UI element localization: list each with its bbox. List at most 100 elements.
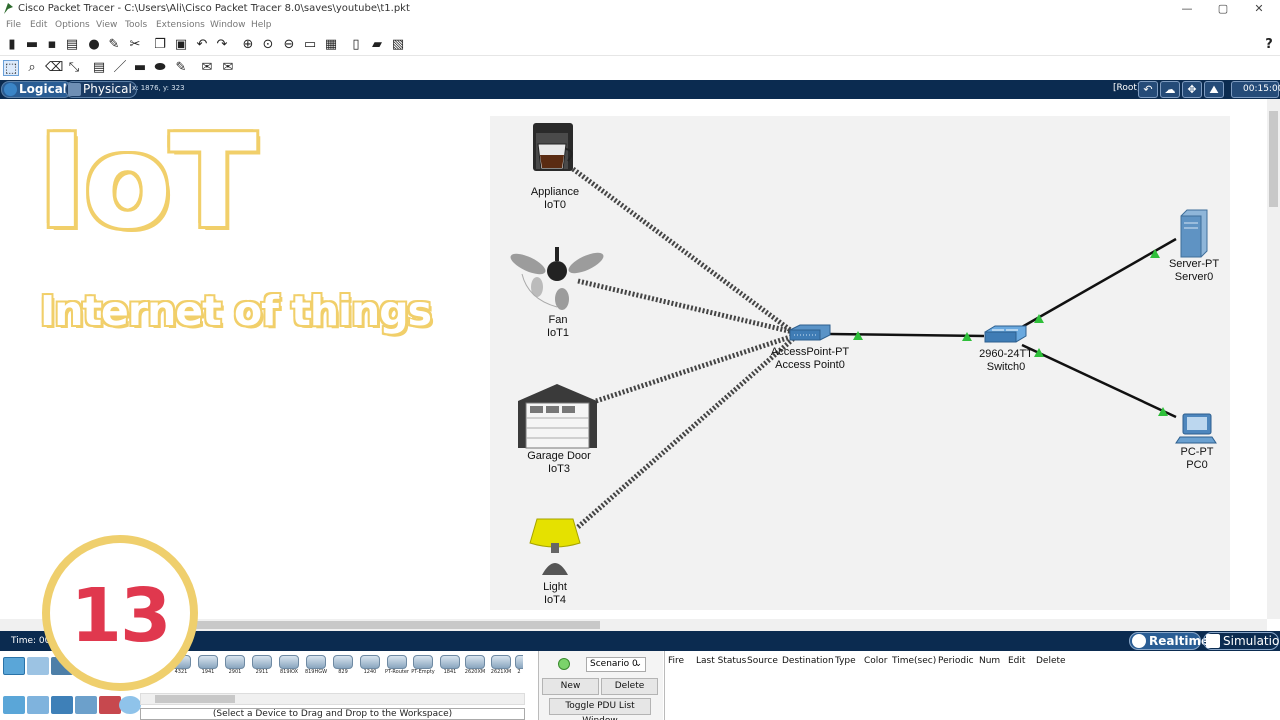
inspect-tool-icon[interactable]: ⌕: [28, 60, 36, 75]
draw-ellipse-icon[interactable]: ⬬: [154, 60, 166, 75]
device-tile[interactable]: 2: [515, 655, 523, 681]
toggle-pdu-list-button[interactable]: Toggle PDU List Window: [549, 698, 651, 720]
viewport-icon[interactable]: ▰: [372, 37, 382, 52]
delete-tool-icon[interactable]: ⌫: [45, 60, 64, 75]
redo-icon[interactable]: ↷: [216, 37, 228, 52]
access-point-icon[interactable]: [789, 324, 831, 341]
menu-file[interactable]: File: [6, 20, 22, 30]
device-tile[interactable]: 2911: [250, 655, 274, 681]
zoom-reset-icon[interactable]: ⊙: [262, 37, 274, 52]
scroll-thumb[interactable]: [1269, 111, 1278, 207]
wan-emulation-subcategory-icon[interactable]: [119, 696, 141, 714]
security-subcategory-icon[interactable]: [99, 696, 121, 714]
device-tile[interactable]: PT-Empty: [411, 655, 435, 681]
back-icon[interactable]: ↶: [1138, 81, 1158, 98]
physical-tab[interactable]: Physical: [65, 81, 137, 98]
scenario-info-icon[interactable]: [558, 658, 570, 670]
link-switch-server[interactable]: [1021, 237, 1177, 329]
draw-rectangle-icon[interactable]: ▬: [133, 60, 147, 75]
device-label-fan[interactable]: Fan IoT1: [523, 314, 593, 340]
device-label-appliance[interactable]: Appliance IoT0: [520, 186, 590, 212]
select-tool-icon[interactable]: ⬚: [3, 60, 19, 76]
custom-devices-icon[interactable]: ▦: [324, 37, 338, 52]
device-tile[interactable]: 1941: [196, 655, 220, 681]
activity-wizard-icon[interactable]: ✂: [129, 37, 141, 52]
notes-icon[interactable]: ▯: [352, 37, 360, 52]
switch-icon[interactable]: [984, 325, 1027, 343]
device-tile[interactable]: 819IOX: [277, 655, 301, 681]
drawing-palette-icon[interactable]: ▭: [303, 37, 317, 52]
network-devices-category-icon[interactable]: [3, 657, 25, 675]
pc-icon[interactable]: [1175, 413, 1217, 444]
print-icon[interactable]: ▤: [65, 37, 79, 52]
logical-tab[interactable]: Logical: [1, 81, 72, 98]
realtime-mode-tab[interactable]: Realtime: [1129, 632, 1209, 650]
device-label-light[interactable]: Light IoT4: [520, 581, 590, 607]
info-icon[interactable]: ●: [88, 37, 100, 52]
logical-workspace[interactable]: Appliance IoT0 Fan IoT1 Garage Door IoT3…: [0, 99, 1267, 619]
resize-tool-icon[interactable]: ⤡: [68, 60, 80, 75]
root-breadcrumb[interactable]: [Root]: [1113, 83, 1141, 93]
zoom-in-icon[interactable]: ⊕: [242, 37, 254, 52]
device-tile[interactable]: 2901: [223, 655, 247, 681]
device-tile[interactable]: 819HGW: [304, 655, 328, 681]
lamp-icon[interactable]: [529, 518, 581, 575]
cluster-icon[interactable]: ☁: [1160, 81, 1180, 98]
minimize-button[interactable]: —: [1181, 2, 1193, 15]
delete-scenario-button[interactable]: Delete: [601, 678, 658, 695]
menu-extensions[interactable]: Extensions: [156, 20, 205, 30]
network-wizard-icon[interactable]: ✎: [108, 37, 120, 52]
menu-help[interactable]: Help: [251, 20, 272, 30]
end-devices-category-icon[interactable]: [27, 657, 49, 675]
undo-icon[interactable]: ↶: [196, 37, 208, 52]
coffee-maker-icon[interactable]: [533, 123, 573, 171]
hubs-subcategory-icon[interactable]: [51, 696, 73, 714]
device-tile[interactable]: 2621XM: [489, 655, 513, 681]
device-tile[interactable]: PT-Router: [385, 655, 409, 681]
device-tile[interactable]: 1240: [358, 655, 382, 681]
close-button[interactable]: ✕: [1254, 2, 1264, 15]
routers-subcategory-icon[interactable]: [3, 696, 25, 714]
help-icon[interactable]: ?: [1265, 37, 1273, 52]
horizontal-scrollbar[interactable]: [0, 619, 1267, 631]
switches-subcategory-icon[interactable]: [27, 696, 49, 714]
menu-options[interactable]: Options: [55, 20, 90, 30]
link-switch-pc[interactable]: [1021, 343, 1177, 419]
menu-view[interactable]: View: [96, 20, 118, 30]
vertical-scrollbar[interactable]: [1267, 99, 1280, 619]
new-file-icon[interactable]: ▮: [8, 37, 16, 52]
draw-line-icon[interactable]: ／: [113, 60, 127, 75]
device-label-access-point[interactable]: AccessPoint-PT Access Point0: [760, 346, 860, 372]
add-complex-pdu-icon[interactable]: ✉: [222, 60, 234, 75]
ceiling-fan-icon[interactable]: [508, 247, 606, 310]
simulation-mode-tab[interactable]: Simulation: [1203, 632, 1280, 650]
menu-edit[interactable]: Edit: [30, 20, 48, 30]
device-label-switch[interactable]: 2960-24TT Switch0: [966, 348, 1046, 374]
add-simple-pdu-icon[interactable]: ✉: [201, 60, 213, 75]
paste-icon[interactable]: ▣: [174, 37, 188, 52]
copy-icon[interactable]: ❐: [154, 37, 166, 52]
scroll-thumb[interactable]: [155, 695, 235, 703]
set-tiled-background-icon[interactable]: ⛰: [1204, 81, 1224, 98]
server-icon[interactable]: [1180, 209, 1208, 258]
link-ap-switch[interactable]: [829, 332, 985, 338]
device-label-pc[interactable]: PC-PT PC0: [1162, 446, 1232, 472]
place-note-icon[interactable]: ▤: [92, 60, 106, 75]
palette-scrollbar[interactable]: [140, 693, 525, 705]
freeform-icon[interactable]: ✎: [175, 60, 187, 75]
new-scenario-button[interactable]: New: [542, 678, 599, 695]
zoom-out-icon[interactable]: ⊖: [283, 37, 295, 52]
move-object-icon[interactable]: ✥: [1182, 81, 1202, 98]
maximize-button[interactable]: ▢: [1217, 2, 1229, 15]
screenshot-icon[interactable]: ▧: [391, 37, 405, 52]
device-label-garage[interactable]: Garage Door IoT3: [514, 450, 604, 476]
device-tile[interactable]: 829: [331, 655, 355, 681]
wireless-subcategory-icon[interactable]: [75, 696, 97, 714]
device-label-server[interactable]: Server-PT Server0: [1158, 258, 1230, 284]
menu-tools[interactable]: Tools: [125, 20, 148, 30]
garage-door-icon[interactable]: [518, 384, 597, 449]
scenario-select[interactable]: Scenario 0 ⌄: [586, 657, 646, 672]
device-tile[interactable]: 1841: [438, 655, 462, 681]
scroll-thumb[interactable]: [190, 621, 600, 629]
device-tile[interactable]: 2620XM: [463, 655, 487, 681]
